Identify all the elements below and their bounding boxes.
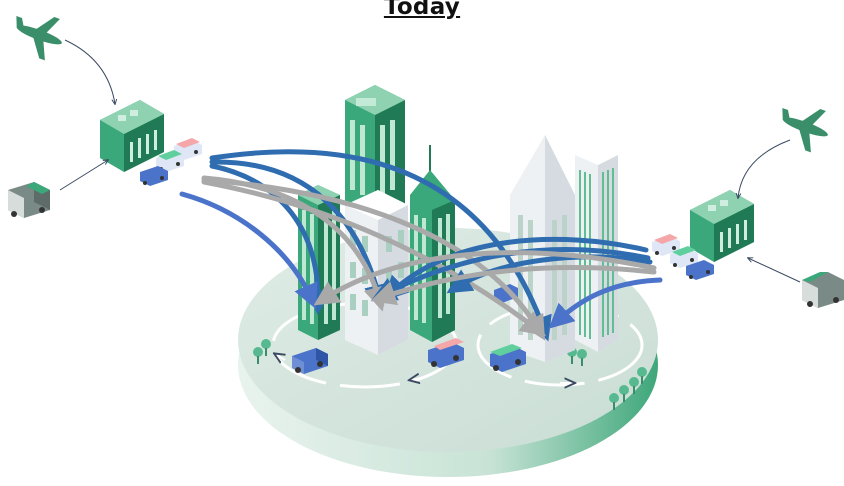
airplane-icon xyxy=(16,15,62,61)
delivery-arrows-right xyxy=(313,236,663,329)
tree-icon xyxy=(253,339,647,410)
airplane-icon xyxy=(782,107,828,153)
page-title: Today xyxy=(383,0,461,20)
van-icon xyxy=(140,138,202,186)
van-icon xyxy=(292,284,526,374)
truck-icon xyxy=(8,182,50,218)
warehouse-icon xyxy=(100,100,164,172)
warehouse-icon xyxy=(690,190,754,262)
connector-line xyxy=(59,39,801,283)
van-icon xyxy=(652,234,714,280)
truck-icon xyxy=(802,272,844,308)
